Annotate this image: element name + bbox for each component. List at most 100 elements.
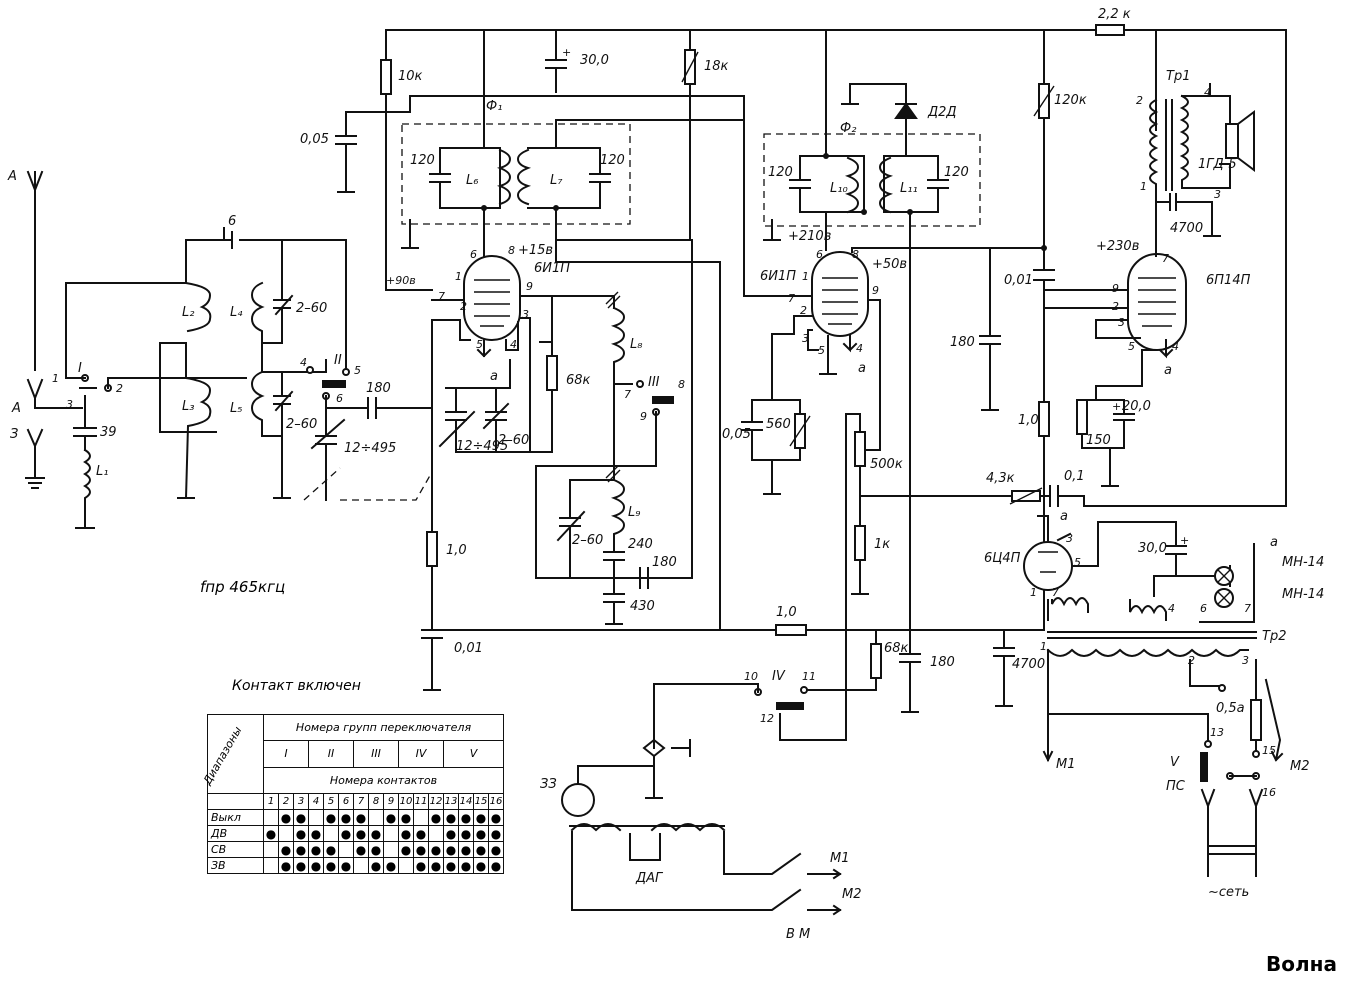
contact-closed-mark: ● (475, 826, 487, 841)
svg-text:5: 5 (818, 344, 825, 357)
contact-cell: ● (383, 857, 399, 874)
contact-cell: ● (323, 841, 339, 858)
band-label: ДВ (207, 825, 264, 842)
c4700-label: 4700 (1170, 221, 1203, 236)
contact-cell: ● (473, 841, 489, 858)
svg-text:5: 5 (1074, 556, 1081, 569)
c120b-label: 120 (600, 153, 625, 168)
contact-cell (353, 857, 369, 874)
c430-label: 430 (630, 599, 655, 614)
mn14b-label: МН-14 (1282, 587, 1324, 602)
group-2: II (308, 740, 354, 768)
l9-label: L₉ (628, 505, 640, 520)
contact-cell: ● (458, 825, 474, 842)
svg-text:6: 6 (816, 248, 823, 261)
contact-closed-mark: ● (415, 842, 427, 857)
contact-number: 1 (263, 793, 279, 810)
speaker-label: 1ГД-5 (1198, 157, 1237, 172)
antenna-label-2: А (11, 401, 21, 416)
contact-closed-mark: ● (400, 826, 412, 841)
contact-number: 12 (428, 793, 444, 810)
svg-text:2: 2 (116, 382, 123, 395)
contact-cell (428, 825, 444, 842)
contact-cell: ● (293, 809, 309, 826)
contact-closed-mark: ● (280, 842, 292, 857)
c005b-label: 0,05 (722, 427, 751, 442)
contact-closed-mark: ● (370, 858, 382, 873)
contact-closed-mark: ● (490, 842, 502, 857)
contact-cell (323, 825, 339, 842)
contact-cell: ● (413, 841, 429, 858)
contact-cell: ● (473, 809, 489, 826)
contact-closed-mark: ● (475, 842, 487, 857)
contact-cell: ● (278, 809, 294, 826)
c180c-label: 180 (950, 335, 975, 350)
contact-cell: ● (428, 857, 444, 874)
contact-number: 4 (308, 793, 324, 810)
c001b-label: 0,01 (1004, 273, 1033, 288)
l6-label: L₆ (466, 173, 478, 188)
svg-text:8: 8 (852, 248, 859, 261)
svg-text:8: 8 (678, 378, 685, 391)
svg-text:3: 3 (1242, 654, 1249, 667)
svg-text:+: + (1112, 400, 1121, 413)
contact-cell: ● (308, 825, 324, 842)
contact-cell: ● (488, 857, 504, 874)
contact-number: 15 (473, 793, 489, 810)
m1-label: М1 (1056, 757, 1076, 772)
contact-cell: ● (308, 841, 324, 858)
a-label-5: а (1270, 535, 1278, 550)
l8-label: L₈ (630, 337, 642, 352)
contact-closed-mark: ● (340, 826, 352, 841)
contact-cell: ● (368, 825, 384, 842)
contact-cell: ● (458, 841, 474, 858)
contact-closed-mark: ● (460, 858, 472, 873)
c240-label: 240 (628, 537, 653, 552)
a-label-4: а (1060, 509, 1068, 524)
contact-closed-mark: ● (340, 810, 352, 825)
contact-closed-mark: ● (430, 842, 442, 857)
m2b-label: М2 (842, 887, 862, 902)
contact-cell: ● (353, 825, 369, 842)
contact-cell (413, 809, 429, 826)
band-label: Выкл (207, 809, 264, 826)
svg-text:3: 3 (1066, 532, 1073, 545)
contact-closed-mark: ● (340, 858, 352, 873)
brand-title: Волна (1266, 952, 1337, 976)
contact-number: 5 (323, 793, 339, 810)
c001-label: 0,01 (454, 641, 483, 656)
trimmer-4-label: 2–60 (572, 533, 603, 548)
contact-closed-mark: ● (400, 810, 412, 825)
mains-label: ~сеть (1208, 885, 1249, 900)
tube2-type: 6И1П (760, 269, 796, 284)
mn14a-label: МН-14 (1282, 555, 1324, 570)
svg-text:7: 7 (1052, 586, 1059, 599)
band-label: ЗВ (207, 857, 264, 874)
l1-label: L₁ (96, 464, 108, 479)
contact-cell: ● (278, 857, 294, 874)
contact-number: 3 (293, 793, 309, 810)
svg-text:6: 6 (1200, 602, 1207, 615)
contact-closed-mark: ● (325, 858, 337, 873)
switch-iv-label: IV (772, 669, 786, 684)
contact-closed-mark: ● (475, 810, 487, 825)
contact-closed-mark: ● (415, 826, 427, 841)
c180-label: 180 (366, 381, 391, 396)
svg-text:1: 1 (455, 270, 462, 283)
switch-contact-table: Диапазоны Номера групп переключателя I I… (201, 713, 504, 874)
contact-cell: ● (323, 857, 339, 874)
svg-text:4: 4 (510, 338, 517, 351)
a-label-2: а (858, 361, 866, 376)
r560-label: 560 (766, 417, 791, 432)
c120d-label: 120 (944, 165, 969, 180)
r68k-label: 68к (566, 373, 591, 388)
contact-number: 2 (278, 793, 294, 810)
r10k-label: 10к (398, 69, 423, 84)
contact-cell: ● (353, 841, 369, 858)
svg-text:1: 1 (1040, 640, 1047, 653)
contact-cell (263, 809, 279, 826)
table-corner: Диапазоны (201, 714, 264, 794)
r120k-label: 120к (1054, 93, 1087, 108)
contact-cell: ● (488, 825, 504, 842)
contact-cell: ● (473, 825, 489, 842)
